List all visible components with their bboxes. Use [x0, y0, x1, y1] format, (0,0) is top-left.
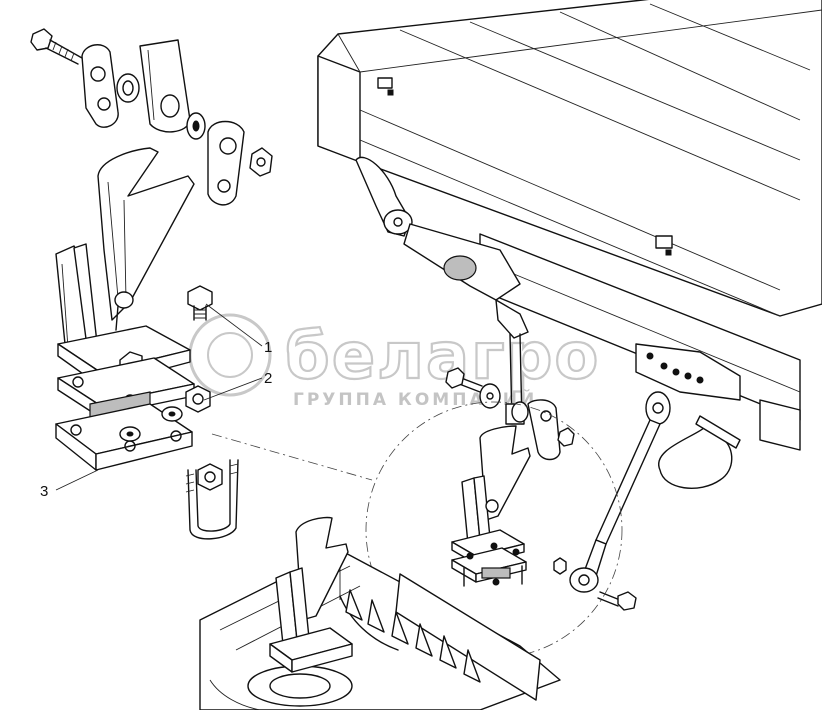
watermark: белагро ГРУППА КОМПАНИЙ [188, 313, 600, 410]
hinge-arm [355, 156, 521, 301]
latch-top [377, 77, 393, 89]
bolt-top [30, 28, 83, 65]
mount-assembly-chassis [269, 516, 353, 673]
exploded-hardware [30, 28, 273, 206]
strut-bolt [597, 591, 637, 611]
spacer-ring [116, 73, 140, 103]
u-bolt [185, 459, 239, 540]
callout-1: 1 [264, 339, 272, 356]
latch-right [655, 235, 673, 249]
adjustable-strut [569, 391, 671, 593]
watermark-logo-inner [207, 332, 253, 378]
link-plate-1 [81, 44, 119, 128]
bolt-part-1 [187, 285, 213, 321]
leader-2 [203, 377, 263, 401]
hook-lever [97, 147, 195, 321]
callout-3: 3 [40, 483, 48, 500]
leader-lines [55, 303, 373, 491]
callout-2: 2 [264, 370, 272, 387]
nut-part-2 [185, 385, 211, 413]
mount-assembly-detail [55, 147, 239, 540]
mount-assembly-small [451, 425, 567, 587]
watermark-subtitle: ГРУППА КОМПАНИЙ [293, 388, 537, 410]
watermark-logo-ring [188, 313, 272, 397]
center-hardware [445, 367, 575, 461]
leader-detail [211, 433, 373, 481]
watermark-brand: белагро [285, 320, 600, 394]
cable-wire [658, 423, 733, 489]
nut-top [249, 147, 273, 177]
leader-3 [55, 469, 99, 491]
bracket-plate [139, 39, 191, 133]
pivot-bracket [635, 343, 741, 401]
ring-pin [114, 291, 134, 309]
machine-hopper [317, 0, 822, 317]
leader-1 [205, 303, 263, 347]
